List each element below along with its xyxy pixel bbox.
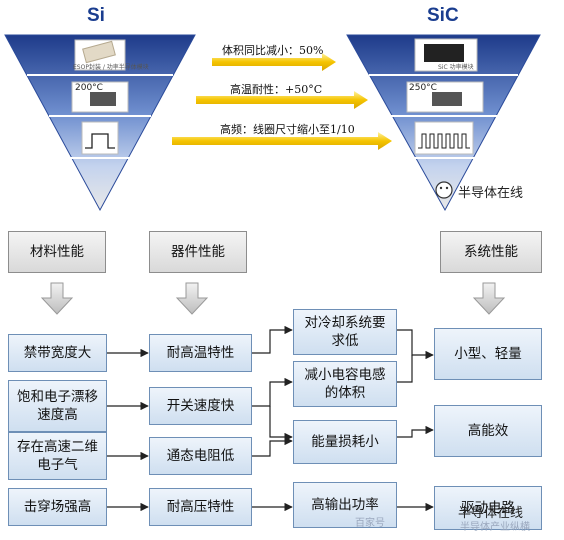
si-chip-caption: ESOP封装 / 功率半导体模块 <box>73 64 149 71</box>
watermark-sub: 半导体产业纵横 <box>460 522 530 533</box>
category-material: 材料性能 <box>8 231 106 273</box>
yellow-arrow-2 <box>196 91 368 109</box>
middle-item: 能量损耗小 <box>293 420 397 464</box>
sic-chip-caption: SiC 功率模块 <box>438 64 474 71</box>
sic-header: SiC <box>427 5 459 26</box>
sic-triangle <box>346 34 541 212</box>
system-item: 小型、轻量 <box>434 328 542 380</box>
si-triangle <box>4 34 196 212</box>
material-item: 击穿场强高 <box>8 488 107 526</box>
wechat-icon-top <box>435 181 453 199</box>
down-arrow-system <box>472 282 506 315</box>
category-system: 系统性能 <box>440 231 542 273</box>
device-item: 耐高温特性 <box>149 334 252 372</box>
connector-device-middle <box>252 325 293 512</box>
watermark-bottom: 半导体在线 <box>458 506 524 521</box>
si-waveform-image <box>81 121 119 155</box>
arrow-label-temperature: 高温耐性：+50°C <box>230 83 323 96</box>
device-item: 开关速度快 <box>149 387 252 425</box>
material-item: 存在高速二维电子气 <box>8 432 107 480</box>
sic-waveform-image <box>414 121 474 155</box>
device-item: 耐高压特性 <box>149 488 252 526</box>
middle-item: 对冷却系统要求低 <box>293 309 397 355</box>
arrow-label-volume: 体积同比减小：50% <box>222 44 324 57</box>
arrow-label-frequency: 高频：线圈尺寸缩小至1/10 <box>220 123 355 136</box>
yellow-arrow-1 <box>212 53 336 71</box>
connector-material-device <box>107 348 149 512</box>
system-item: 驱动电路 <box>434 486 542 530</box>
yellow-arrow-3 <box>172 132 392 150</box>
middle-item: 减小电容电感的体积 <box>293 361 397 407</box>
category-device: 器件性能 <box>149 231 247 273</box>
material-item: 禁带宽度大 <box>8 334 107 372</box>
watermark-top: 半导体在线 <box>458 186 524 201</box>
connector-middle-system <box>397 329 434 512</box>
system-item: 高能效 <box>434 405 542 457</box>
material-item: 饱和电子漂移速度高 <box>8 380 107 432</box>
si-header: Si <box>87 5 105 26</box>
down-arrow-material <box>40 282 74 315</box>
sic-temp-label: 250°C <box>409 83 437 93</box>
device-item: 通态电阻低 <box>149 437 252 475</box>
si-temp-label: 200°C <box>75 83 103 93</box>
down-arrow-device <box>175 282 209 315</box>
watermark-baidu: 百家号 <box>355 518 385 529</box>
middle-item: 高输出功率 <box>293 482 397 528</box>
